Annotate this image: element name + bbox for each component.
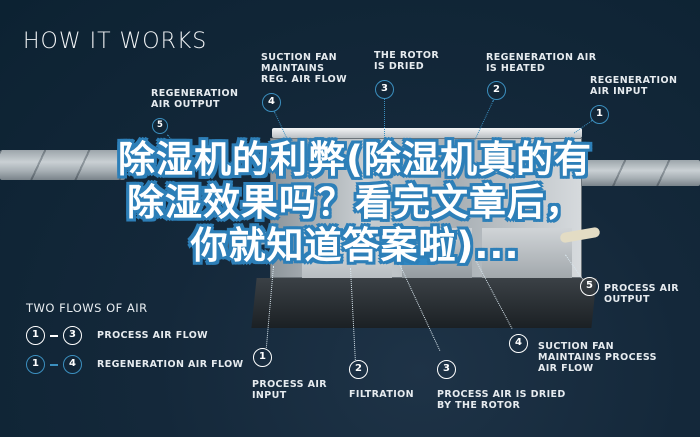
legend-to-number: 3 <box>63 326 82 345</box>
legend-item-regeneration-air-flow: 1 4 REGENERATION AIR FLOW <box>26 355 243 374</box>
callout-number-bottom-1: 1 <box>253 348 272 367</box>
callout-number-bottom-5: 5 <box>580 277 599 296</box>
machine-base <box>251 278 597 328</box>
legend-dash <box>50 334 58 337</box>
callout-number-bottom-3: 3 <box>437 360 456 379</box>
callout-number-top-3: 3 <box>375 80 394 99</box>
callout-label-reg-air-heated: REGENERATION AIR IS HEATED <box>486 52 597 74</box>
callout-label-reg-air-input: REGENERATION AIR INPUT <box>590 75 678 97</box>
callout-number-top-1: 1 <box>590 105 609 124</box>
legend-from-number: 1 <box>26 355 45 374</box>
legend-from-number: 1 <box>26 326 45 345</box>
overlay-article-title[interactable]: 除湿机的利弊(除湿机真的有除湿效果吗？看完文章后，你就知道答案啦)... <box>118 138 592 267</box>
legend-to-number: 4 <box>63 355 82 374</box>
legend-label: PROCESS AIR FLOW <box>97 330 209 341</box>
callout-label-process-air-input: PROCESS AIR INPUT <box>252 379 327 401</box>
callout-number-bottom-2: 2 <box>349 360 368 379</box>
legend-label: REGENERATION AIR FLOW <box>97 359 244 370</box>
callout-number-top-5: 5 <box>152 118 168 134</box>
flow-indicator <box>397 253 435 265</box>
machine-top-panel <box>272 128 582 138</box>
dehumidifier-illustration <box>251 128 597 328</box>
callout-label-filtration: FILTRATION <box>349 389 414 400</box>
callout-label-suction-fan-reg: SUCTION FAN MAINTAINS REG. AIR FLOW <box>261 52 347 85</box>
callout-label-process-air-output: PROCESS AIR OUTPUT <box>604 283 679 305</box>
legend-title: TWO FLOWS OF AIR <box>26 301 148 315</box>
leader-line <box>384 99 385 144</box>
regeneration-output-duct <box>0 150 125 180</box>
regeneration-input-duct <box>580 160 700 186</box>
legend-item-process-air-flow: 1 3 PROCESS AIR FLOW <box>26 326 208 345</box>
callout-label-process-air-dried: PROCESS AIR IS DRIED BY THE ROTOR <box>437 389 566 411</box>
callout-number-top-2: 2 <box>487 81 506 100</box>
callout-number-bottom-4: 4 <box>509 334 528 353</box>
callout-number-top-4: 4 <box>262 93 281 112</box>
page-title: HOW IT WORKS <box>23 29 208 54</box>
callout-label-reg-air-output: REGENERATION AIR OUTPUT <box>151 88 239 110</box>
legend-dash <box>50 363 58 366</box>
callout-label-rotor-dried: THE ROTOR IS DRIED <box>374 50 440 72</box>
callout-label-suction-fan-process: SUCTION FAN MAINTAINS PROCESS AIR FLOW <box>538 341 657 374</box>
